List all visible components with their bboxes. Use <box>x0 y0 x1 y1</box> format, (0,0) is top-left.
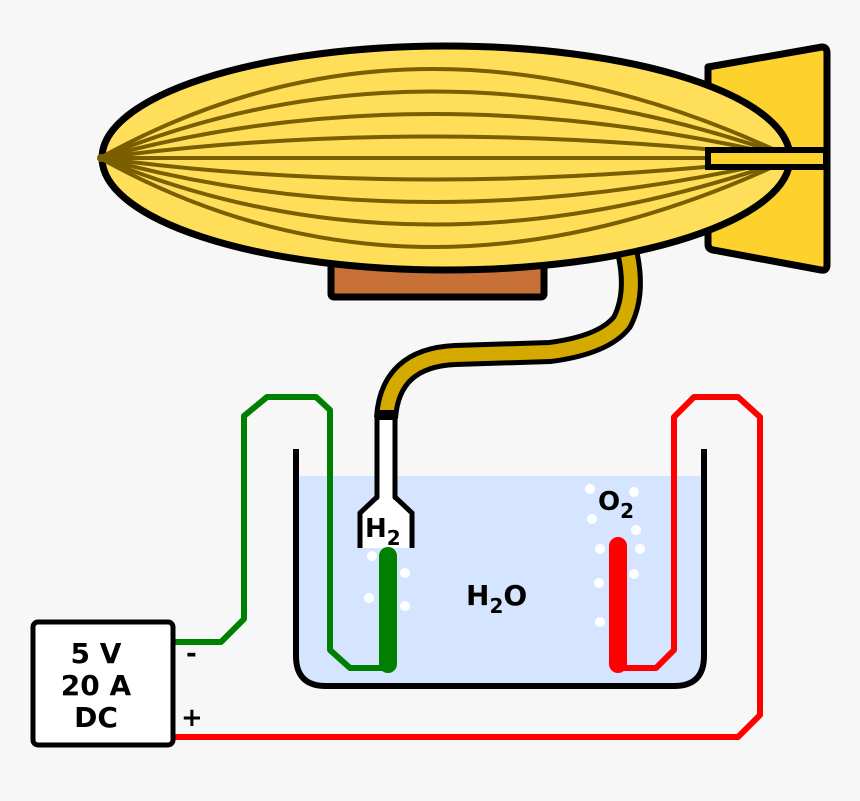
anode-wire <box>174 394 763 740</box>
o2-label-main: O <box>598 487 620 517</box>
water <box>296 476 704 686</box>
o2-label-sub: 2 <box>620 499 634 523</box>
tank-outline <box>293 449 707 689</box>
tail-stabilizer <box>705 147 829 170</box>
water-label-sub: 2 <box>489 594 503 618</box>
cathode-wire <box>174 394 388 671</box>
current-label: 20 A <box>61 669 132 702</box>
hydrogen-bubbles <box>364 551 410 611</box>
voltage-label: 5 V <box>71 637 122 670</box>
airship <box>97 42 831 301</box>
gas-collection-tube <box>357 410 415 548</box>
h2-label-sub: 2 <box>387 526 401 550</box>
power-supply: 5 V 20 A DC - + <box>30 619 203 748</box>
h2-label-main: H <box>365 514 387 544</box>
water-label-h: H <box>466 579 489 612</box>
h2-label: H2 <box>365 514 401 550</box>
negative-terminal-label: - <box>186 639 197 669</box>
hydrogen-hose <box>374 253 643 420</box>
power-supply-box <box>30 619 176 748</box>
wires <box>174 394 763 740</box>
positive-terminal-label: + <box>181 703 203 733</box>
dc-label: DC <box>74 701 118 734</box>
balloon-ribs <box>99 67 793 249</box>
water-label-o: O <box>503 579 527 612</box>
oxygen-bubbles <box>585 484 645 627</box>
water-label: H2O <box>466 579 527 618</box>
electrolysis-tank <box>293 449 707 689</box>
o2-label: O2 <box>598 487 634 523</box>
balloon-nose <box>97 154 105 162</box>
